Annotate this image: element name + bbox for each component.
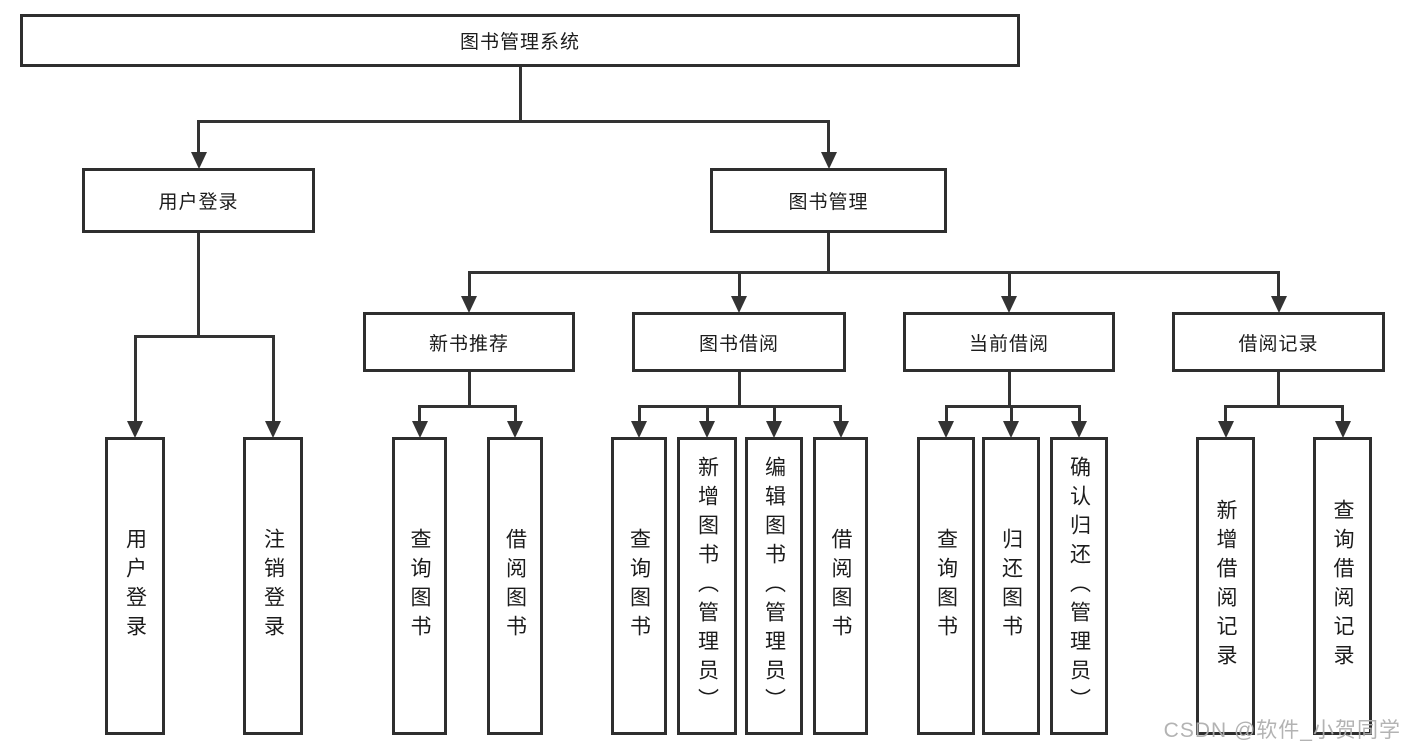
connector-drop [418, 405, 421, 423]
leaf-add-book-admin-label: 新增图书（管理员） [695, 455, 719, 717]
leaf-edit-book-admin: 编辑图书（管理员） [745, 437, 803, 735]
arrow-down-icon [1001, 296, 1017, 313]
connector-drop [637, 405, 641, 423]
branch-book-management: 图书管理 [710, 168, 947, 233]
connector-drop [839, 405, 842, 423]
connector-drop [271, 335, 275, 423]
leaf-borrow-books-recommend-label: 借阅图书 [503, 528, 527, 644]
connector-drop [197, 120, 200, 154]
root-node: 图书管理系统 [20, 14, 1020, 67]
connector-drop [944, 405, 948, 423]
arrow-down-icon [1217, 421, 1234, 438]
connector-stem [1277, 372, 1280, 408]
connector-stem [467, 372, 471, 408]
leaf-borrow-books-borrow-label: 借阅图书 [829, 528, 852, 644]
branch-book-management-label: 图书管理 [788, 192, 869, 213]
leaf-borrow-books-borrow: 借阅图书 [813, 437, 868, 735]
connector-drop [827, 120, 830, 154]
connector-stem [737, 372, 741, 408]
arrow-down-icon [411, 421, 428, 438]
arrow-down-icon [1003, 421, 1019, 438]
connector-rail [418, 405, 517, 408]
leaf-confirm-return-admin: 确认归还（管理员） [1050, 437, 1108, 735]
leaf-logout: 注销登录 [243, 437, 303, 735]
arrow-down-icon [820, 152, 837, 169]
connector-rail [467, 271, 1280, 274]
group-new-book-recommend-label: 新书推荐 [428, 333, 509, 355]
root-node-label: 图书管理系统 [459, 32, 580, 53]
leaf-borrow-books-recommend: 借阅图书 [487, 437, 543, 735]
arrow-down-icon [1071, 421, 1087, 438]
connector-stem [197, 233, 200, 338]
leaf-query-borrow-record-label: 查询借阅记录 [1331, 499, 1354, 673]
connector-rail [197, 120, 830, 123]
leaf-user-login: 用户登录 [105, 437, 165, 735]
arrow-down-icon [699, 421, 715, 438]
leaf-query-borrow-record: 查询借阅记录 [1313, 437, 1372, 735]
connector-stem [827, 233, 830, 274]
group-borrow-records: 借阅记录 [1172, 312, 1385, 372]
connector-drop [1077, 405, 1081, 423]
connector-drop [772, 405, 776, 423]
connector-drop [513, 405, 517, 423]
arrow-down-icon [265, 421, 281, 438]
connector-drop [1341, 405, 1344, 423]
watermark: CSDN @软件_小贺同学 [1163, 719, 1401, 742]
connector-stem [518, 67, 522, 123]
leaf-confirm-return-admin-label: 确认归还（管理员） [1067, 455, 1091, 717]
group-borrow-records-label: 借阅记录 [1238, 333, 1319, 355]
group-book-borrow-label: 图书借阅 [698, 333, 779, 355]
leaf-query-books-recommend-label: 查询图书 [408, 528, 431, 644]
connector-drop [705, 405, 709, 423]
arrow-down-icon [766, 421, 782, 438]
leaf-add-book-admin: 新增图书（管理员） [677, 437, 737, 735]
leaf-edit-book-admin-label: 编辑图书（管理员） [762, 455, 786, 717]
arrow-down-icon [461, 296, 477, 313]
arrow-down-icon [832, 421, 849, 438]
group-current-borrow: 当前借阅 [903, 312, 1115, 372]
leaf-query-books-borrow: 查询图书 [611, 437, 667, 735]
leaf-logout-label: 注销登录 [261, 528, 285, 644]
group-current-borrow-label: 当前借阅 [968, 333, 1049, 355]
group-book-borrow: 图书借阅 [632, 312, 846, 372]
leaf-query-books-borrow-label: 查询图书 [627, 528, 651, 644]
connector-drop [737, 271, 741, 298]
connector-drop [133, 335, 137, 423]
connector-drop [1007, 271, 1011, 298]
leaf-query-books-current-label: 查询图书 [934, 528, 958, 644]
arrow-down-icon [127, 421, 143, 438]
arrow-down-icon [190, 152, 207, 169]
arrow-down-icon [938, 421, 954, 438]
leaf-user-login-label: 用户登录 [123, 528, 147, 644]
connector-rail [133, 335, 275, 338]
leaf-query-books-recommend: 查询图书 [392, 437, 447, 735]
connector-drop [1224, 405, 1227, 423]
leaf-return-books: 归还图书 [982, 437, 1040, 735]
connector-rail [637, 405, 842, 408]
connector-rail [1224, 405, 1344, 408]
branch-user-login: 用户登录 [82, 168, 315, 233]
connector-drop [1009, 405, 1013, 423]
connector-drop [467, 271, 471, 298]
leaf-add-borrow-record-label: 新增借阅记录 [1214, 499, 1237, 673]
leaf-query-books-current: 查询图书 [917, 437, 975, 735]
group-new-book-recommend: 新书推荐 [363, 312, 575, 372]
leaf-return-books-label: 归还图书 [999, 528, 1023, 644]
connector-stem [1007, 372, 1011, 408]
connector-drop [1277, 271, 1280, 298]
branch-user-login-label: 用户登录 [158, 192, 239, 213]
arrow-down-icon [507, 421, 523, 438]
arrow-down-icon [631, 421, 647, 438]
arrow-down-icon [731, 296, 747, 313]
leaf-add-borrow-record: 新增借阅记录 [1196, 437, 1255, 735]
connector-rail [944, 405, 1081, 408]
arrow-down-icon [1334, 421, 1351, 438]
arrow-down-icon [1270, 296, 1287, 313]
